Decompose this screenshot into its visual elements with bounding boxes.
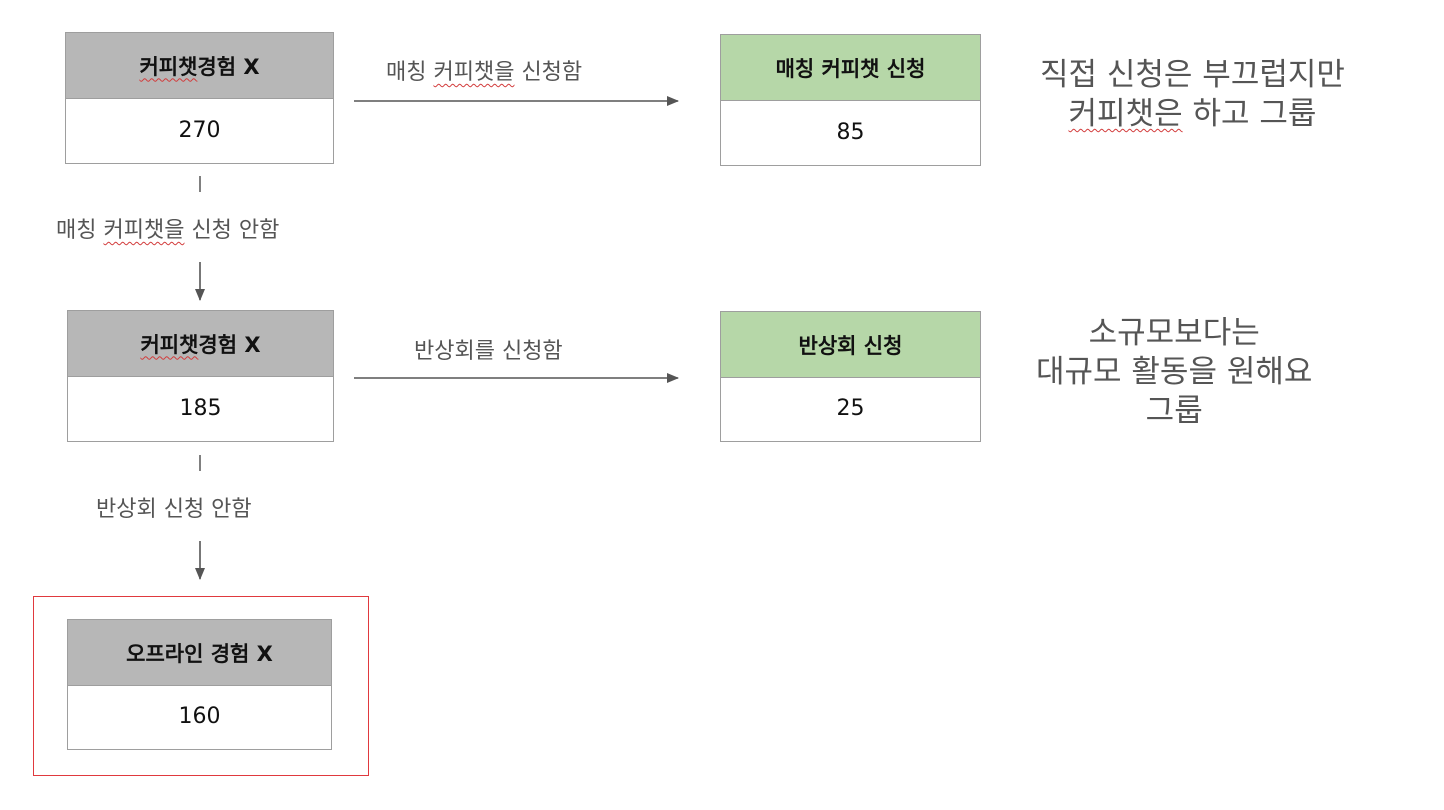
box-header: 반상회 신청 (721, 312, 980, 378)
note-line: 그룹 (1145, 392, 1203, 429)
note-line-part: 하고 그룹 (1182, 95, 1317, 132)
label-part: 커피챗을 (103, 218, 185, 243)
label-part: 매칭 (56, 218, 104, 243)
box-value: 85 (836, 119, 865, 145)
box-no-coffee-chat-185: 커피챗 경험 X 185 (67, 310, 334, 442)
note-line: 커피챗은 하고 그룹 (1040, 95, 1345, 134)
box-title-part: 경험 X (198, 332, 261, 357)
box-title-part: 커피챗 (140, 332, 199, 357)
edge-label-not-apply-reflection: 반상회 신청 안함 (96, 497, 252, 522)
note-shy-but-coffee-chat: 직접 신청은 부끄럽지만 커피챗은 하고 그룹 (1040, 56, 1345, 134)
box-header: 커피챗 경험 X (66, 33, 333, 99)
box-header: 매칭 커피챗 신청 (721, 35, 980, 101)
label-part: 커피챗을 (433, 60, 515, 85)
label-part: 신청 안함 (184, 218, 280, 243)
box-header: 오프라인 경험 X (68, 620, 331, 686)
box-title-part: 경험 X (197, 54, 260, 79)
box-no-offline-experience: 오프라인 경험 X 160 (67, 619, 332, 750)
label-part: 신청함 (514, 60, 583, 85)
box-header: 커피챗 경험 X (68, 311, 333, 377)
box-title-part: 커피챗 (139, 54, 198, 79)
box-value: 270 (178, 117, 221, 143)
box-matching-coffee-chat-apply: 매칭 커피챗 신청 85 (720, 34, 981, 166)
highlight-frame (33, 596, 369, 776)
box-value: 25 (836, 396, 865, 421)
box-value: 160 (178, 704, 221, 729)
edge-label-apply-matching: 매칭 커피챗을 신청함 (386, 54, 582, 86)
box-value: 185 (179, 395, 222, 421)
label-part: 매칭 (386, 60, 434, 85)
box-no-coffee-chat-270: 커피챗 경험 X 270 (65, 32, 334, 164)
note-line: 직접 신청은 부끄럽지만 (1040, 57, 1345, 93)
note-line: 대규모 활동을 원해요 (1036, 353, 1313, 390)
edge-label-apply-reflection: 반상회를 신청함 (414, 339, 563, 364)
note-prefer-large-scale: 소규모보다는 대규모 활동을 원해요 그룹 (1036, 314, 1312, 430)
note-line: 소규모보다는 (1088, 315, 1260, 351)
edge-label-not-apply-matching: 매칭 커피챗을 신청 안함 (56, 212, 279, 244)
note-line-part: 커피챗은 (1068, 95, 1183, 132)
box-reflection-apply: 반상회 신청 25 (720, 311, 981, 442)
